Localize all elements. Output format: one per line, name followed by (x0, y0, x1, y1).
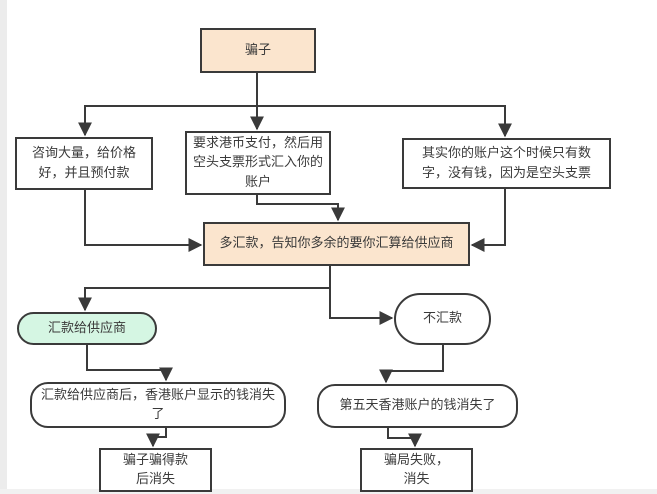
node-no-remit-result: 第五天香港账户的钱消失了 (317, 384, 518, 428)
node-scam-failed-line2: 消失 (403, 472, 430, 487)
node-consult-offer-label: 咨询大量，给价格好，并且预付款 (31, 146, 136, 181)
edge-noremitresult-to-scamfailed (387, 428, 422, 448)
edge-scammer-to-consult (78, 105, 257, 137)
node-consult-offer: 咨询大量，给价格好，并且预付款 (15, 137, 153, 190)
node-scammer-gone-line2: 后消失 (135, 472, 175, 487)
node-hkd-payment: 要求港币支付，然后用空头支票形式汇入你的账户 (185, 131, 331, 195)
node-scammer-gone-line1: 骗子骗得款 (122, 452, 188, 468)
node-empty-check: 其实你的账户这个时候只有数字，没有钱，因为是空头支票 (402, 138, 611, 189)
edge-hkdpay-to-hub (256, 195, 345, 222)
edge-remitresult-to-scammergone (146, 428, 167, 448)
node-no-remit-result-label: 第五天香港账户的钱消失了 (339, 398, 496, 414)
node-scammer-label: 骗子 (244, 42, 271, 58)
page-edge-left (0, 0, 7, 494)
edge-remit-to-remitresult (86, 345, 173, 382)
node-over-remit-hub: 多汇款，告知你多余的要你汇算给供应商 (203, 222, 470, 266)
page-edge-bottom (0, 489, 657, 494)
node-empty-check-label: 其实你的账户这个时候只有数字，没有钱，因为是空头支票 (421, 146, 591, 181)
node-scam-failed: 骗局失败， 消失 (360, 448, 473, 492)
edge-noremit-to-noremitresult (379, 345, 444, 384)
node-scammer-gone: 骗子骗得款 后消失 (99, 448, 212, 492)
node-no-remit: 不汇款 (394, 293, 491, 345)
edge-scammer-to-emptycheck (257, 105, 512, 138)
node-hkd-payment-label: 要求港币支付，然后用空头支票形式汇入你的账户 (193, 135, 324, 190)
node-remit-to-supplier: 汇款给供应商 (17, 312, 157, 345)
edge-hub-to-remit (78, 266, 331, 312)
node-over-remit-hub-label: 多汇款，告知你多余的要你汇算给供应商 (219, 236, 454, 252)
node-scam-failed-line1: 骗局失败， (383, 452, 449, 468)
node-no-remit-label: 不汇款 (422, 311, 462, 327)
node-scammer: 骗子 (200, 28, 316, 73)
edge-hub-to-noremit (329, 266, 394, 325)
node-remit-result: 汇款给供应商后，香港账户显示的钱消失了 (30, 382, 286, 428)
node-remit-to-supplier-label: 汇款给供应商 (47, 320, 126, 336)
edge-emptycheck-to-hub (470, 189, 506, 252)
edge-consult-to-hub (84, 190, 203, 252)
node-remit-result-label: 汇款给供应商后，香港账户显示的钱消失了 (40, 387, 275, 423)
